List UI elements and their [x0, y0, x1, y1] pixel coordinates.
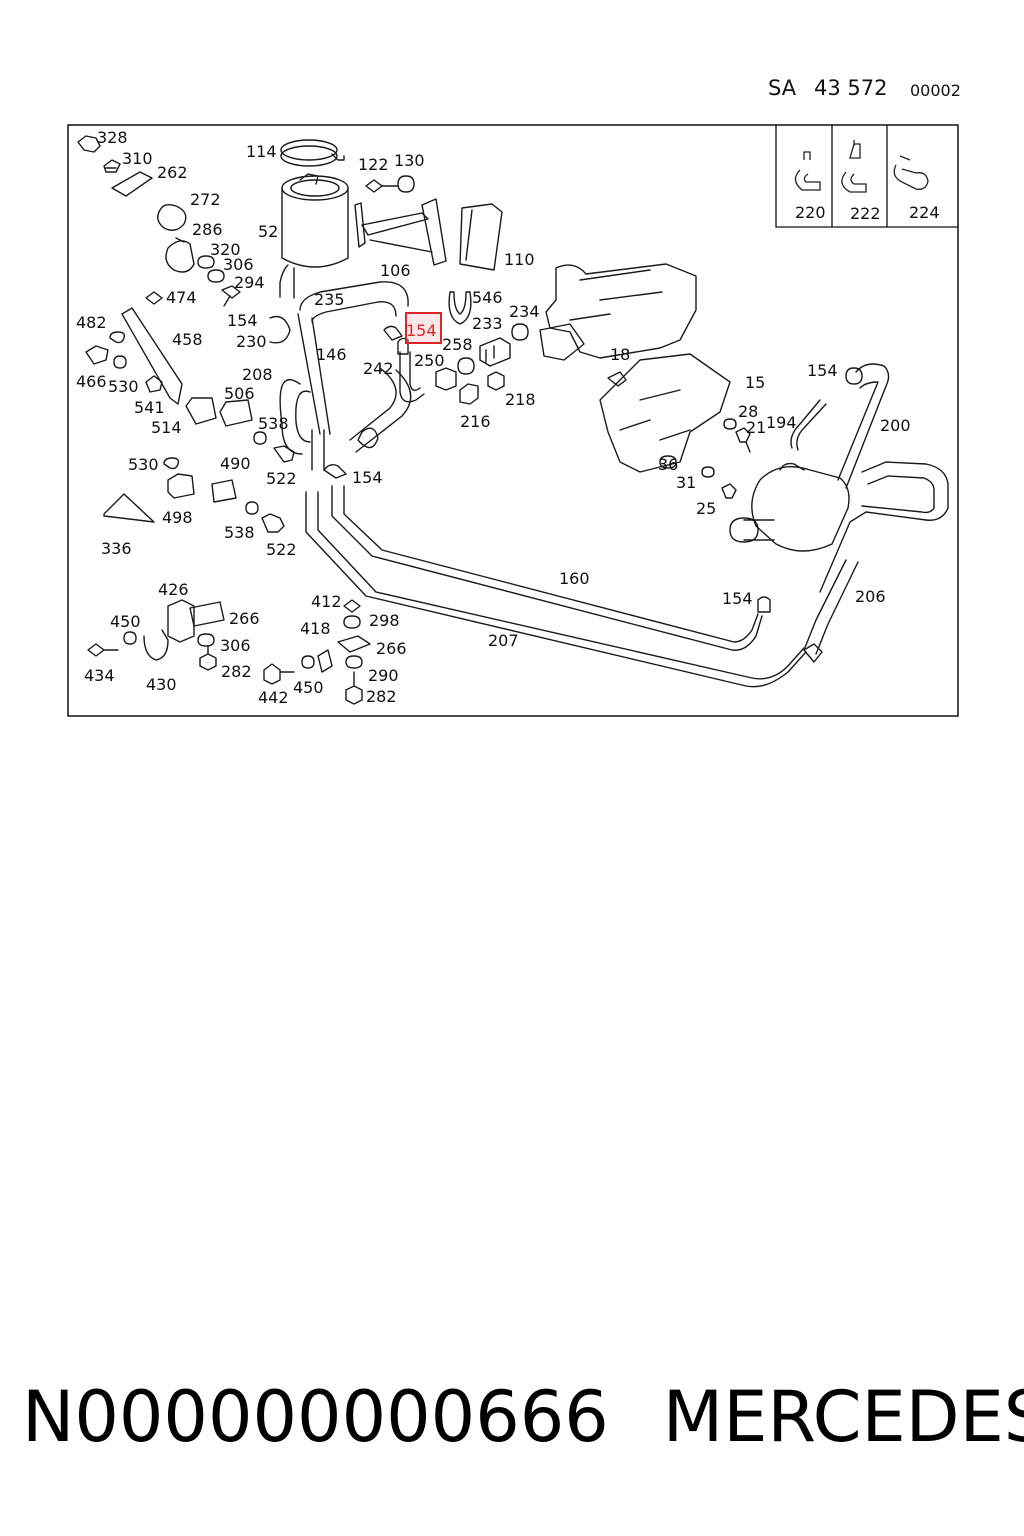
callout-label: 306 [220, 636, 251, 655]
diagram-prefix: SA [768, 76, 797, 100]
callout-label: 25 [696, 499, 716, 518]
callout-label: 52 [258, 222, 278, 241]
callout-label: 122 [358, 155, 389, 174]
callout-label: 266 [376, 639, 407, 658]
callout-label: 306 [223, 255, 254, 274]
callout-label: 336 [101, 539, 132, 558]
diagram-number: 43 572 [814, 76, 888, 100]
callout-label: 490 [220, 454, 251, 473]
callout-label: 258 [442, 335, 473, 354]
callout-label: 530 [128, 455, 159, 474]
callout-label: 194 [766, 413, 797, 432]
inset-clamp-icons [794, 140, 929, 193]
inset-label-224: 224 [909, 203, 940, 222]
callout-label: 36 [658, 455, 678, 474]
callout-label: 114 [246, 142, 277, 161]
callout-label: 250 [414, 351, 445, 370]
callout-label: 218 [505, 390, 536, 409]
brand-name: MERCEDES [662, 1376, 1024, 1458]
callout-label: 434 [84, 666, 115, 685]
callout-label: 538 [258, 414, 289, 433]
callout-label: 426 [158, 580, 189, 599]
callout-label: 442 [258, 688, 289, 707]
callout-label: 207 [488, 631, 519, 650]
callout-label: 154 [807, 361, 838, 380]
parts-diagram: 220 222 224 [67, 124, 959, 717]
callout-label: 208 [242, 365, 273, 384]
callout-label: 154 [227, 311, 258, 330]
callout-label: 522 [266, 540, 297, 559]
callout-label: 541 [134, 398, 165, 417]
highlight-box [405, 312, 442, 344]
diagram-frame [67, 124, 959, 717]
callout-label: 234 [509, 302, 540, 321]
callout-label: 418 [300, 619, 331, 638]
callout-label: 498 [162, 508, 193, 527]
callout-label: 282 [366, 687, 397, 706]
callout-label: 514 [151, 418, 182, 437]
callout-label: 154 [722, 589, 753, 608]
diagram-code: 00002 [910, 81, 961, 100]
footer-title: N000000000666 MERCEDES [22, 1376, 1024, 1458]
callout-label: 272 [190, 190, 221, 209]
callout-label: 15 [745, 373, 765, 392]
part-number: N000000000666 [22, 1376, 609, 1458]
callout-label: 28 [738, 402, 758, 421]
callout-label: 242 [363, 359, 394, 378]
line-art [77, 135, 949, 705]
callout-label: 474 [166, 288, 197, 307]
callout-label: 466 [76, 372, 107, 391]
callout-label: 216 [460, 412, 491, 431]
callout-label: 482 [76, 313, 107, 332]
callout-label: 282 [221, 662, 252, 681]
callout-label: 506 [224, 384, 255, 403]
callout-label: 310 [122, 149, 153, 168]
callout-label: 200 [880, 416, 911, 435]
callout-label: 154 [352, 468, 383, 487]
callout-label: 430 [146, 675, 177, 694]
callout-label: 290 [368, 666, 399, 685]
inset-label-222: 222 [850, 204, 881, 223]
highlight-label: 154 [406, 321, 437, 340]
callout-label: 18 [610, 345, 630, 364]
callout-label: 266 [229, 609, 260, 628]
inset-panel [775, 125, 958, 228]
callout-label: 262 [157, 163, 188, 182]
callout-label: 160 [559, 569, 590, 588]
callout-label: 286 [192, 220, 223, 239]
callout-label: 21 [746, 418, 766, 437]
callout-label: 458 [172, 330, 203, 349]
callout-label: 235 [314, 290, 345, 309]
callout-label: 31 [676, 473, 696, 492]
callout-label: 106 [380, 261, 411, 280]
callout-label: 110 [504, 250, 535, 269]
callout-label: 206 [855, 587, 886, 606]
callout-label: 233 [472, 314, 503, 333]
callout-label: 130 [394, 151, 425, 170]
callout-label: 538 [224, 523, 255, 542]
callout-label: 328 [97, 128, 128, 147]
callout-label: 146 [316, 345, 347, 364]
callout-label: 450 [293, 678, 324, 697]
callout-label: 530 [108, 377, 139, 396]
callout-label: 522 [266, 469, 297, 488]
inset-label-220: 220 [795, 203, 826, 222]
callout-label: 294 [234, 273, 265, 292]
callout-label: 320 [210, 240, 241, 259]
callout-label: 450 [110, 612, 141, 631]
callout-label: 546 [472, 288, 503, 307]
callout-label: 412 [311, 592, 342, 611]
callout-label: 298 [369, 611, 400, 630]
callout-label: 230 [236, 332, 267, 351]
